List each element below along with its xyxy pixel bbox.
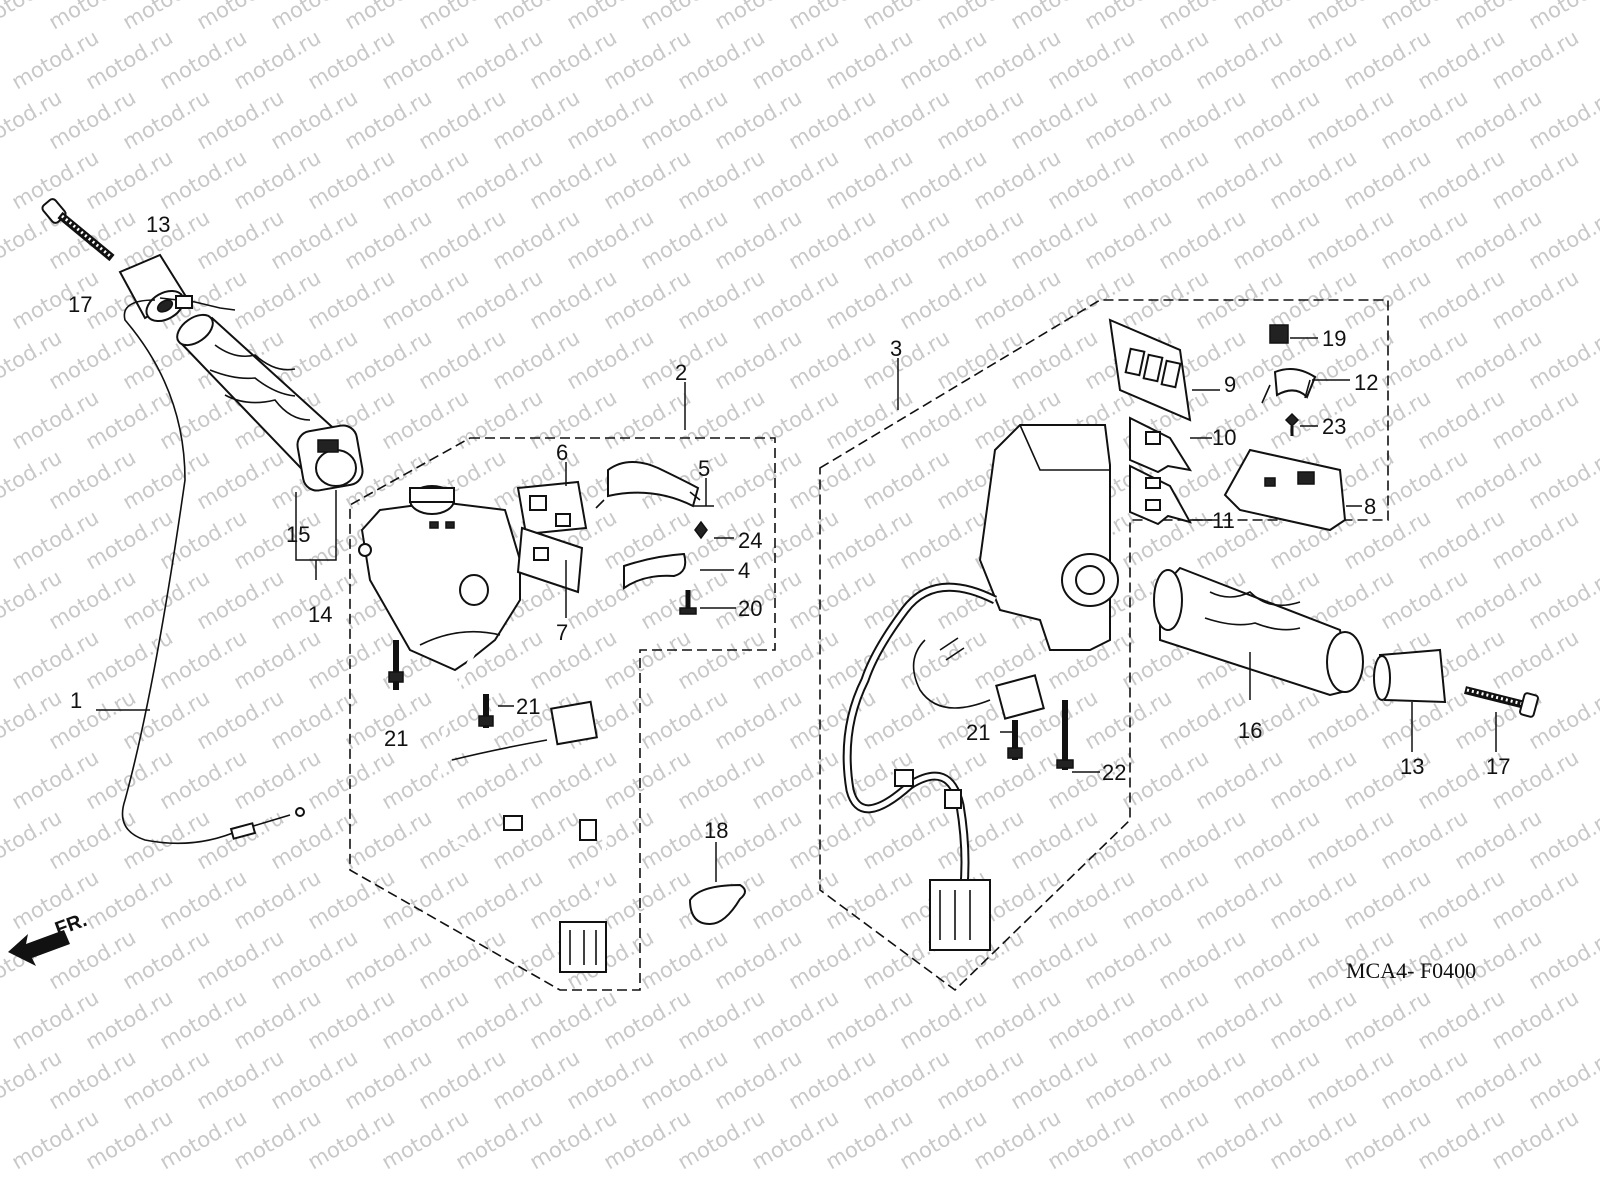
label-21-a: 21 <box>384 726 408 751</box>
label-15: 15 <box>286 522 310 547</box>
left-grip-group <box>41 198 364 580</box>
watermark-layer: motod.rumotod.rumotod.rumotod.rumotod.ru… <box>0 0 1600 1174</box>
label-12: 12 <box>1354 370 1378 395</box>
label-8: 8 <box>1364 494 1376 519</box>
diagram-code: MCA4- F0400 <box>1346 958 1476 983</box>
label-18: 18 <box>704 818 728 843</box>
band-clamp-18 <box>688 842 746 926</box>
label-22: 22 <box>1102 760 1126 785</box>
label-7: 7 <box>556 620 568 645</box>
label-16: 16 <box>1238 718 1262 743</box>
bar-end-weight-13-right <box>1373 648 1447 752</box>
watermark-text: motod.ru <box>1525 0 1600 34</box>
label-17-left: 17 <box>68 292 92 317</box>
label-3: 3 <box>890 336 902 361</box>
screw-17-left <box>41 198 115 262</box>
label-6: 6 <box>556 440 568 465</box>
throttle-grip-15 <box>176 313 364 492</box>
label-19: 19 <box>1322 326 1346 351</box>
label-13-right: 13 <box>1400 754 1424 779</box>
right-switch-assembly-3 <box>819 299 1389 992</box>
label-4: 4 <box>738 558 750 583</box>
label-9: 9 <box>1224 372 1236 397</box>
label-2: 2 <box>675 360 687 385</box>
label-10: 10 <box>1212 425 1236 450</box>
label-11: 11 <box>1212 508 1235 533</box>
throttle-cable-1 <box>121 295 305 845</box>
label-14: 14 <box>308 602 332 627</box>
label-21-b: 21 <box>516 694 540 719</box>
label-5: 5 <box>698 456 710 481</box>
screw-17-right <box>1464 686 1539 752</box>
label-21-c: 21 <box>966 720 990 745</box>
left-switch-assembly-2 <box>349 437 776 991</box>
label-13-left: 13 <box>146 212 170 237</box>
label-24: 24 <box>738 528 762 553</box>
label-20: 20 <box>738 596 762 621</box>
grip-16 <box>1153 566 1364 700</box>
label-23: 23 <box>1322 414 1346 439</box>
label-1: 1 <box>70 688 82 713</box>
part-labels: 1 2 3 4 5 6 7 8 9 10 11 12 13 13 14 15 1… <box>68 212 1510 843</box>
label-17-right: 17 <box>1486 754 1510 779</box>
